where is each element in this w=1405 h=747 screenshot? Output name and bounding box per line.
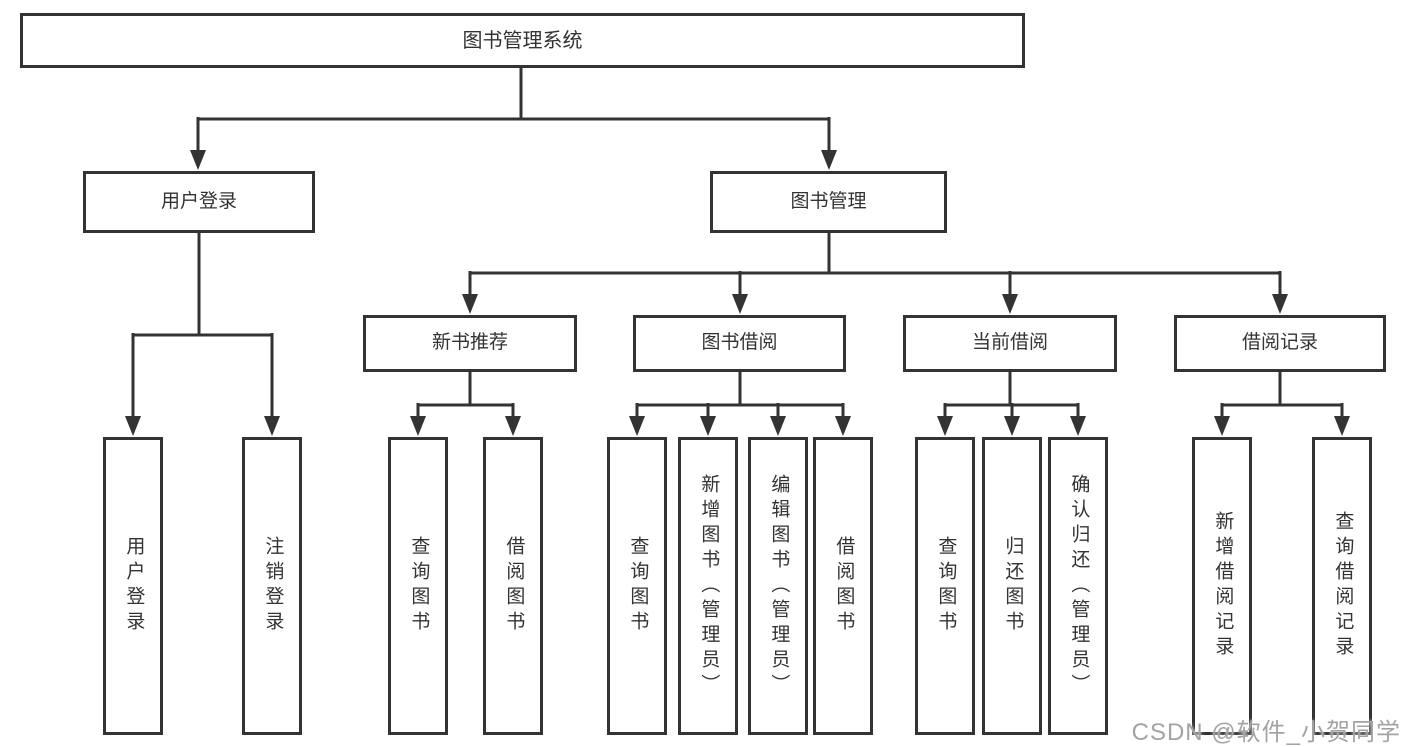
leaf-br-query-record: 查询借阅记录 (1312, 437, 1372, 735)
node-user-login-branch-label: 用户登录 (160, 190, 237, 212)
arrow-down-icon (1002, 294, 1018, 314)
leaf-br-query-record-label: 查询借阅记录 (1332, 511, 1354, 661)
leaf-nb-borrow-books-label: 借阅图书 (503, 536, 525, 636)
arrow-down-icon (1272, 294, 1288, 314)
connector-user-login-children (125, 233, 280, 436)
arrow-down-icon (190, 150, 206, 170)
node-root: 图书管理系统 (20, 13, 1025, 68)
connector-new-books-children (410, 372, 521, 436)
leaf-cb-return-books: 归还图书 (982, 437, 1042, 735)
node-root-label: 图书管理系统 (462, 29, 583, 52)
arrow-down-icon (1334, 416, 1350, 436)
arrow-down-icon (505, 416, 521, 436)
arrow-down-icon (1004, 416, 1020, 436)
leaf-cb-return-books-label: 归还图书 (1002, 536, 1024, 636)
arrow-down-icon (821, 150, 837, 170)
arrow-down-icon (125, 416, 141, 436)
connector-borrow-records-children (1214, 372, 1350, 436)
leaf-bb-add-books-admin: 新增图书（管理员） (678, 437, 738, 735)
leaf-br-add-record: 新增借阅记录 (1192, 437, 1252, 735)
node-book-management-label: 图书管理 (790, 190, 867, 212)
node-current-borrowing-label: 当前借阅 (971, 332, 1048, 354)
leaf-bb-add-books-admin-label: 新增图书（管理员） (698, 473, 720, 699)
leaf-cb-confirm-return-admin-label: 确认归还（管理员） (1068, 473, 1090, 699)
node-user-login-branch: 用户登录 (83, 171, 315, 233)
leaf-nb-query-books: 查询图书 (388, 437, 448, 735)
leaf-cb-confirm-return-admin: 确认归还（管理员） (1048, 437, 1108, 735)
connector-current-borrow-children (937, 372, 1086, 436)
arrow-down-icon (629, 416, 645, 436)
connector-book-borrow-children (629, 372, 851, 436)
leaf-bb-query-books-label: 查询图书 (627, 536, 649, 636)
arrow-down-icon (835, 416, 851, 436)
leaf-bb-edit-books-admin: 编辑图书（管理员） (748, 437, 808, 735)
arrow-down-icon (937, 416, 953, 436)
node-borrowing-records-label: 借阅记录 (1241, 332, 1318, 354)
connector-book-mgmt-groups (462, 233, 1288, 314)
arrow-down-icon (264, 416, 280, 436)
leaf-bb-query-books: 查询图书 (607, 437, 667, 735)
leaf-br-add-record-label: 新增借阅记录 (1212, 511, 1234, 661)
leaf-nb-borrow-books: 借阅图书 (483, 437, 543, 735)
leaf-user-login-label: 用户登录 (123, 536, 145, 636)
node-current-borrowing: 当前借阅 (903, 315, 1117, 372)
arrow-down-icon (1214, 416, 1230, 436)
node-book-borrowing: 图书借阅 (633, 315, 846, 372)
node-borrowing-records: 借阅记录 (1174, 315, 1386, 372)
arrow-down-icon (1070, 416, 1086, 436)
node-new-book-recommend: 新书推荐 (363, 315, 577, 372)
watermark: CSDN @软件_小贺同学 (1131, 719, 1401, 746)
arrow-down-icon (462, 294, 478, 314)
leaf-logout-label: 注销登录 (262, 536, 284, 636)
node-book-management: 图书管理 (710, 171, 947, 233)
leaf-user-login: 用户登录 (103, 437, 163, 735)
arrow-down-icon (770, 416, 786, 436)
leaf-logout: 注销登录 (242, 437, 302, 735)
leaf-bb-edit-books-admin-label: 编辑图书（管理员） (768, 473, 790, 699)
connector-root-to-level2 (190, 68, 837, 170)
arrow-down-icon (410, 416, 426, 436)
leaf-bb-borrow-books-label: 借阅图书 (833, 536, 855, 636)
leaf-cb-query-books-label: 查询图书 (935, 536, 957, 636)
node-book-borrowing-label: 图书借阅 (701, 332, 778, 354)
node-new-book-recommend-label: 新书推荐 (431, 332, 508, 354)
leaf-nb-query-books-label: 查询图书 (408, 536, 430, 636)
leaf-bb-borrow-books: 借阅图书 (813, 437, 873, 735)
arrow-down-icon (732, 294, 748, 314)
leaf-cb-query-books: 查询图书 (915, 437, 975, 735)
arrow-down-icon (700, 416, 716, 436)
